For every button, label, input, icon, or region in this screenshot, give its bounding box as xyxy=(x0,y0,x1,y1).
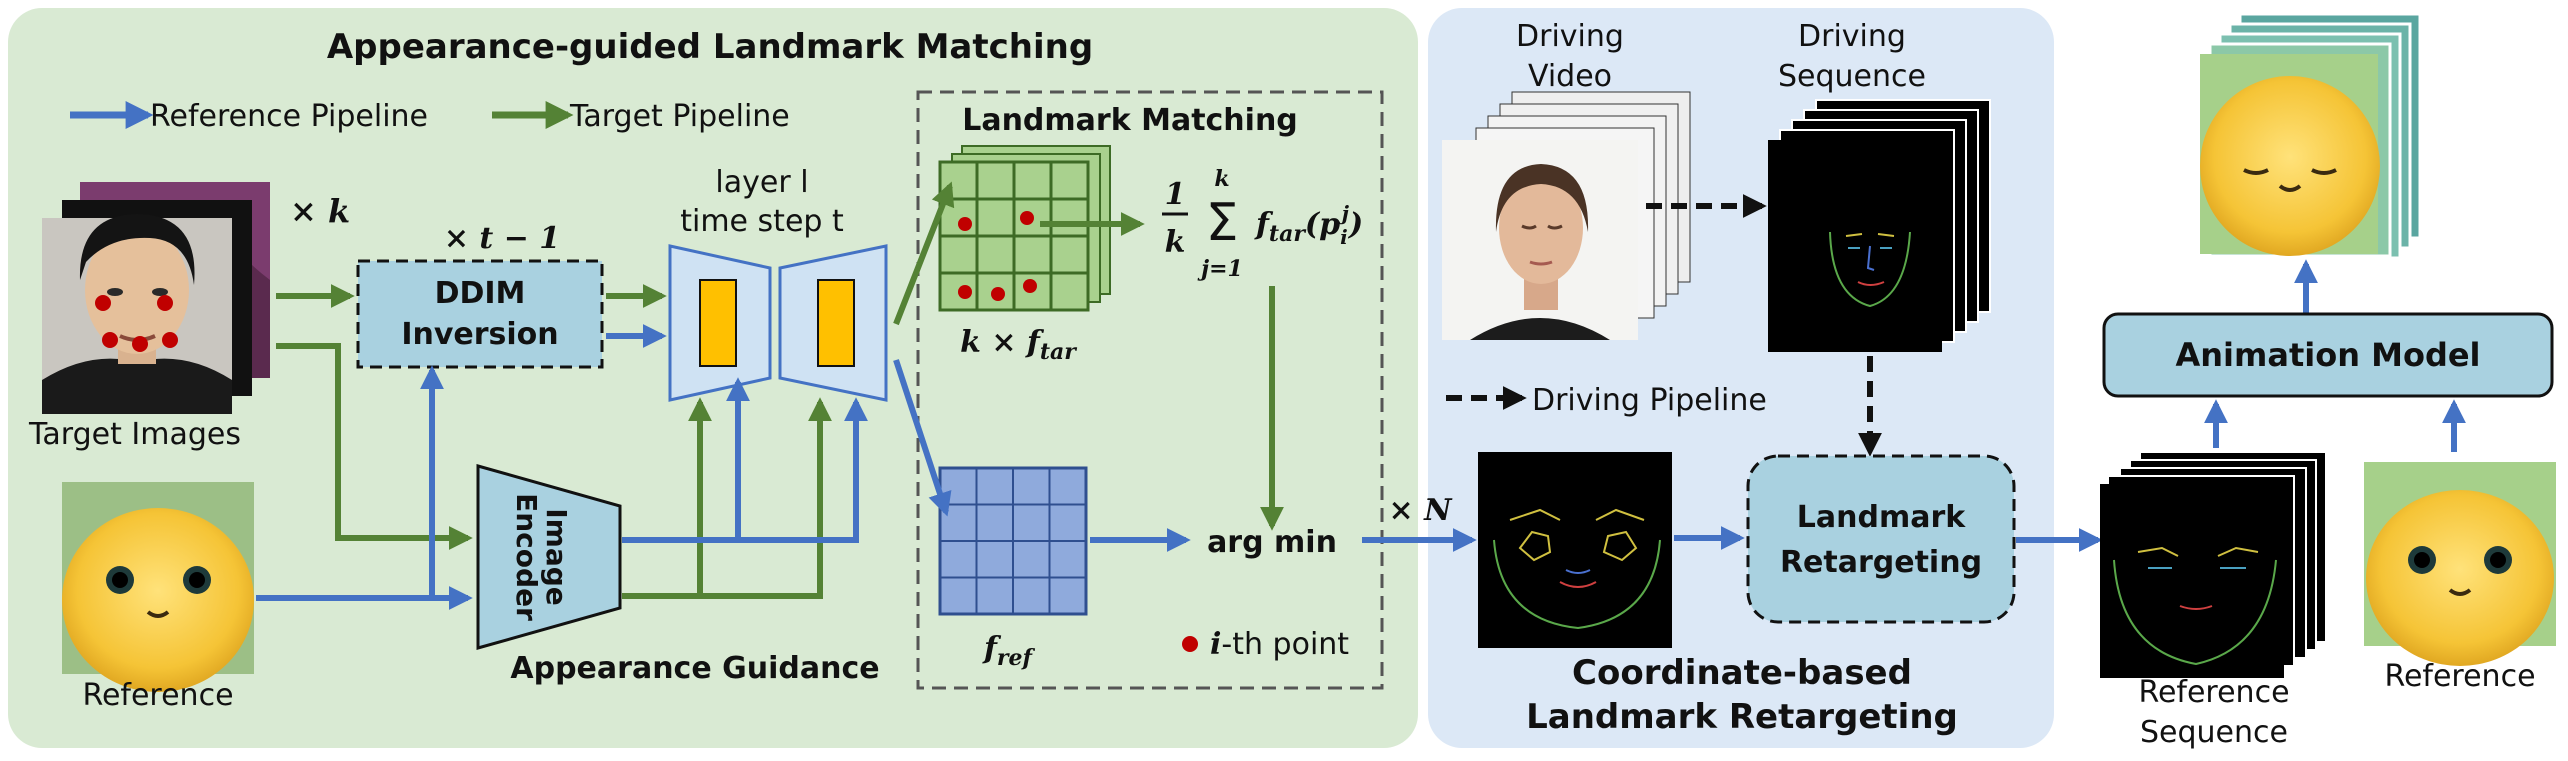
reference-landmark-sketch-middle xyxy=(1478,452,1672,648)
matched-point xyxy=(1020,211,1034,225)
target-feature-grid-stack xyxy=(938,145,1111,312)
encoder-line2: Encoder xyxy=(510,493,543,621)
driving-pipeline-label: Driving Pipeline xyxy=(1532,383,1767,418)
reference-image-left xyxy=(62,482,254,692)
ddim-line1: DDIM xyxy=(435,276,526,311)
driving-video-stack xyxy=(1442,91,1691,340)
target-arrow xyxy=(893,181,955,326)
landmark-matching-title: Landmark Matching xyxy=(962,103,1298,138)
ref-seq-line1: Reference xyxy=(2138,675,2289,710)
encoder-line1: Image xyxy=(540,508,573,606)
target-arrow xyxy=(700,397,832,599)
svg-text:1: 1 xyxy=(1165,177,1186,212)
ith-point-label: i-th point xyxy=(1210,627,1349,662)
svg-text:j=1: j=1 xyxy=(1197,256,1243,282)
target-landmark-point xyxy=(102,332,118,348)
output-frames-stack xyxy=(2200,12,2422,260)
legend-target-label: Target Pipeline xyxy=(569,99,790,134)
landmark-retargeting-box xyxy=(1746,454,2016,624)
target-landmark-point xyxy=(157,295,173,311)
target-landmark-point xyxy=(132,336,148,352)
reference-arrow xyxy=(738,397,868,543)
driving-video-line2: Video xyxy=(1528,59,1612,94)
t-minus-1-label: × t − 1 xyxy=(444,221,560,256)
ddim-line2: Inversion xyxy=(401,317,558,352)
matched-point xyxy=(991,287,1005,301)
reference-label-left: Reference xyxy=(82,678,233,713)
target-images-k-label: × k xyxy=(290,192,350,230)
target-arrow xyxy=(276,343,473,550)
target-landmark-point xyxy=(95,295,111,311)
feature-bar-left xyxy=(699,279,737,367)
svg-text:k: k xyxy=(1214,166,1229,192)
animation-model-label: Animation Model xyxy=(2175,336,2480,374)
timestep-label: time step t xyxy=(680,204,844,239)
average-formula: 1 k k Σ j=1 ftar(pij) xyxy=(1162,166,1363,282)
retarget-line1: Landmark xyxy=(1797,500,1966,535)
animation-model-box xyxy=(2102,312,2554,398)
target-landmark-point xyxy=(162,332,178,348)
reference-sequence-stack xyxy=(2100,451,2327,678)
driving-face-photo xyxy=(1470,164,1610,340)
bottom-title-line2: Landmark Retargeting xyxy=(1526,697,1958,737)
ref-seq-line2: Sequence xyxy=(2140,715,2288,750)
argmin-label: arg min xyxy=(1207,525,1337,560)
svg-text:k: k xyxy=(1165,225,1186,260)
reference-arrow xyxy=(893,359,952,517)
ddim-inversion-box xyxy=(356,259,604,369)
target-images-label: Target Images xyxy=(28,417,241,452)
reference-feature-grid xyxy=(938,466,1088,616)
layer-label: layer l xyxy=(715,165,808,200)
left-panel-title: Appearance-guided Landmark Matching xyxy=(327,27,1093,67)
reference-image-right xyxy=(2364,462,2556,666)
svg-text:ftar(pij): ftar(pij) xyxy=(1254,201,1363,249)
feature-bar-right xyxy=(817,279,855,367)
driving-seq-line1: Driving xyxy=(1798,19,1906,54)
retarget-line2: Retargeting xyxy=(1780,545,1982,580)
times-n-label: × N xyxy=(1388,493,1453,528)
svg-text:Σ: Σ xyxy=(1206,193,1239,253)
driving-video-line1: Driving xyxy=(1516,19,1624,54)
driving-landmark-sketch xyxy=(1829,231,1911,308)
matched-point xyxy=(1023,279,1037,293)
ith-point-legend-dot xyxy=(1182,636,1198,652)
image-encoder-block xyxy=(476,464,622,650)
legend-reference-label: Reference Pipeline xyxy=(150,99,428,134)
reference-label-right: Reference xyxy=(2384,659,2535,694)
driving-sequence-stack xyxy=(1768,99,1991,352)
bottom-title-line1: Coordinate-based xyxy=(1572,653,1912,693)
matched-point xyxy=(958,217,972,231)
driving-seq-line2: Sequence xyxy=(1778,59,1926,94)
matched-point xyxy=(958,285,972,299)
appearance-guidance-label: Appearance Guidance xyxy=(510,651,879,686)
target-images-stack xyxy=(42,182,270,414)
landmark-matching-box xyxy=(916,90,1384,690)
